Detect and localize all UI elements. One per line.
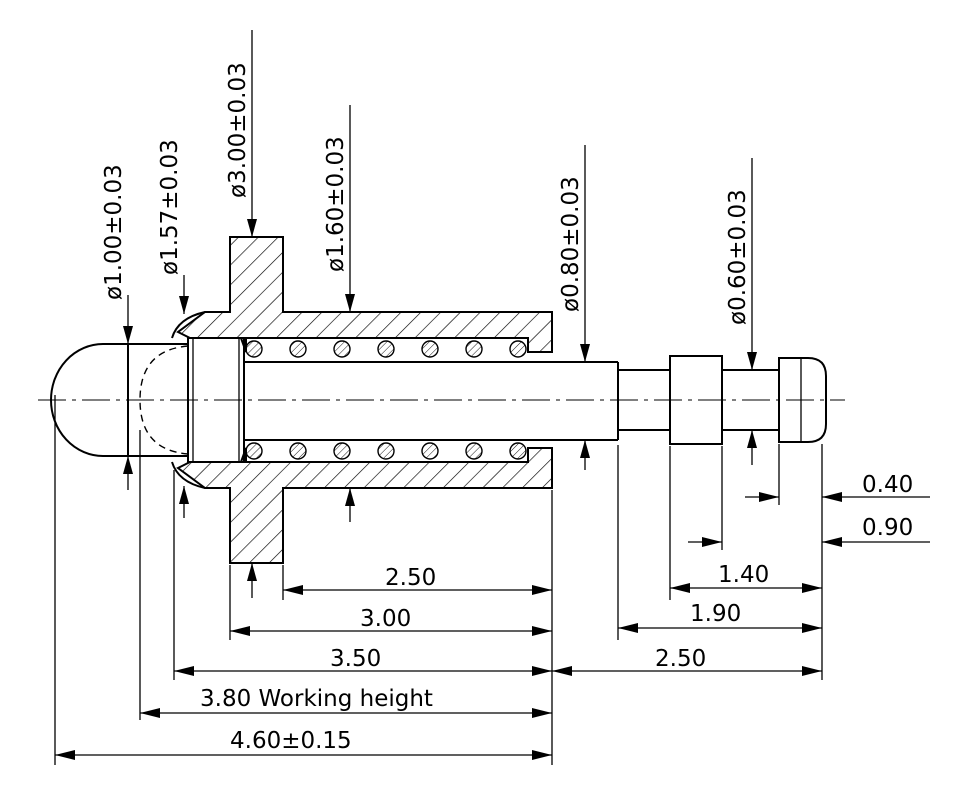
arrow [247, 219, 257, 237]
arrow [532, 666, 552, 676]
arrow [140, 708, 160, 718]
diameter-leaders [123, 30, 757, 598]
arrow [580, 440, 590, 458]
spring-coil [421, 340, 439, 358]
part-geometry [38, 236, 845, 564]
arrow [345, 294, 355, 312]
crimp-lip-upper [171, 311, 206, 339]
arrow [123, 456, 133, 474]
arrow [802, 623, 822, 633]
dim-250-tail-label: 2.50 [655, 646, 706, 672]
arrow [532, 626, 552, 636]
dim-040-label: 0.40 [862, 472, 913, 498]
spring-coil [333, 442, 351, 460]
arrow [55, 750, 75, 760]
spring-coil [377, 442, 395, 460]
arrow [759, 492, 779, 502]
arrow [747, 430, 757, 448]
arrow [822, 492, 842, 502]
crimp-lip-lower [171, 461, 206, 489]
spring-coil [289, 442, 307, 460]
arrow [179, 486, 189, 504]
spring-coil [289, 340, 307, 358]
plunger-flange [187, 337, 245, 463]
plunger-tip [50, 343, 188, 457]
dim-460-label: 4.60±0.15 [230, 728, 352, 754]
tail-neck-1 [618, 369, 670, 431]
dim-380-label: 3.80 Working height [200, 686, 433, 712]
dim-190-label: 1.90 [690, 601, 741, 627]
extension-lines [54, 395, 823, 765]
arrow [179, 296, 189, 314]
spring-coil [333, 340, 351, 358]
label-d060: ø0.60±0.03 [725, 189, 751, 325]
arrow [247, 563, 257, 581]
barrel-section-upper [176, 236, 553, 353]
spring-coil [509, 340, 527, 358]
label-d300: ø3.00±0.03 [225, 62, 251, 198]
label-d080: ø0.80±0.03 [558, 176, 584, 312]
label-d157: ø1.57±0.03 [157, 139, 183, 275]
arrow [552, 666, 572, 676]
arrow [230, 626, 250, 636]
spring-coil [245, 442, 263, 460]
arrow [174, 666, 194, 676]
spring-coils-lower [245, 442, 527, 460]
dim-300-label: 3.00 [360, 606, 411, 632]
length-dimensions: 2.50 3.00 3.50 3.80 Working height 4.60±… [55, 472, 930, 760]
arrow [747, 352, 757, 370]
barrel-section-lower [176, 447, 553, 564]
spring-coil [421, 442, 439, 460]
arrow [618, 623, 638, 633]
arrow [670, 583, 690, 593]
diameter-labels: ø1.00±0.03 ø1.57±0.03 ø3.00±0.03 ø1.60±0… [101, 62, 751, 325]
dim-140-label: 1.40 [718, 562, 769, 588]
spring-coil [465, 340, 483, 358]
plunger-hidden-dome [139, 345, 189, 455]
spring-coil [509, 442, 527, 460]
arrow [283, 585, 303, 595]
arrow [802, 666, 822, 676]
arrow [532, 585, 552, 595]
tail-head [778, 357, 827, 443]
arrow [802, 583, 822, 593]
spring-coil [377, 340, 395, 358]
label-d160: ø1.60±0.03 [323, 136, 349, 272]
arrow [702, 537, 722, 547]
tail-neck-2 [722, 369, 779, 431]
arrow [532, 750, 552, 760]
arrow [822, 537, 842, 547]
spring-coil [465, 442, 483, 460]
arrow [580, 344, 590, 362]
arrow [123, 326, 133, 344]
dim-090-label: 0.90 [862, 515, 913, 541]
dim-350-label: 3.50 [330, 646, 381, 672]
tail-collar [669, 355, 723, 445]
arrow [532, 708, 552, 718]
spring-coil [245, 340, 263, 358]
dim-250-label: 2.50 [385, 565, 436, 591]
label-d100: ø1.00±0.03 [101, 164, 127, 300]
spring-coils-upper [245, 340, 527, 358]
arrow [345, 488, 355, 506]
